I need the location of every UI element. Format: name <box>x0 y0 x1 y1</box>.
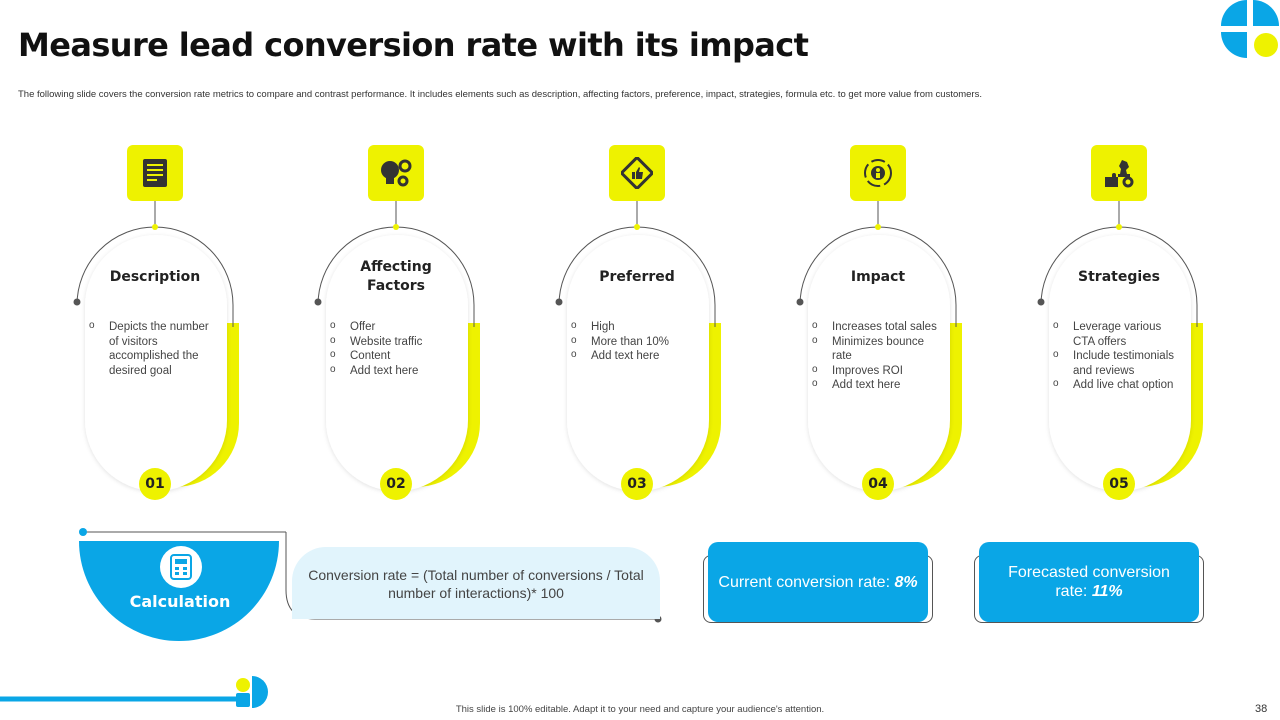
list-item: Leverage various CTA offers <box>1053 319 1183 349</box>
lightbulb-gears-icon <box>368 145 424 201</box>
card-title: Impact <box>850 269 906 285</box>
calculator-icon <box>160 546 202 588</box>
formula-text: Conversion rate = (Total number of conve… <box>308 567 644 601</box>
target-people-icon <box>850 145 906 201</box>
list-item: Minimizes bounce rate <box>812 334 942 364</box>
card-strategies: Strategies Leverage various CTA offers I… <box>1019 145 1219 505</box>
brand-logo-icon <box>1221 0 1279 58</box>
list-item: Offer <box>330 319 460 335</box>
list-item: Include testimonials and reviews <box>1053 348 1183 378</box>
current-rate-value: 8% <box>894 573 918 591</box>
list-item: Content <box>330 348 460 364</box>
list-item: Website traffic <box>330 334 460 350</box>
calculation-semicircle <box>79 541 279 641</box>
forecasted-rate-box: Forecasted conversion rate: 11% <box>979 542 1199 622</box>
card-title: Description <box>109 269 201 285</box>
card-number-badge: 03 <box>621 468 653 500</box>
card-number-badge: 04 <box>862 468 894 500</box>
card-list: Leverage various CTA offers Include test… <box>1053 319 1183 393</box>
thumbs-up-diamond-icon <box>609 145 665 201</box>
formula-box <box>292 547 660 619</box>
list-item: Add live chat option <box>1053 377 1183 393</box>
forecasted-rate-value: 11% <box>1091 583 1123 600</box>
document-icon <box>127 145 183 201</box>
current-rate-frame: Current conversion rate: 8% <box>703 542 933 623</box>
card-preferred: Preferred High More than 10% Add text he… <box>537 145 737 505</box>
list-item: Add text here <box>812 377 942 393</box>
list-item: Depicts the number of visitors accomplis… <box>89 319 219 378</box>
card-list: Offer Website traffic Content Add text h… <box>330 319 460 379</box>
list-item: More than 10% <box>571 334 701 350</box>
card-description: Description Depicts the number of visito… <box>55 145 255 505</box>
forecasted-rate-frame: Forecasted conversion rate: 11% <box>974 542 1204 623</box>
list-item: High <box>571 319 701 335</box>
card-number-badge: 01 <box>139 468 171 500</box>
card-list: Increases total sales Minimizes bounce r… <box>812 319 942 393</box>
list-item: Add text here <box>330 363 460 379</box>
page-number: 38 <box>1255 703 1268 715</box>
page-subtitle: The following slide covers the conversio… <box>18 89 982 100</box>
card-impact: Impact Increases total sales Minimizes b… <box>778 145 978 505</box>
card-list: Depicts the number of visitors accomplis… <box>89 319 219 378</box>
card-title: Affecting Factors <box>360 259 432 294</box>
card-number-badge: 05 <box>1103 468 1135 500</box>
list-item: Increases total sales <box>812 319 942 335</box>
chess-puzzle-icon <box>1091 145 1147 201</box>
card-title: Preferred <box>599 269 675 285</box>
footer-note: This slide is 100% editable. Adapt it to… <box>455 704 825 715</box>
forecasted-rate-label: Forecasted conversion rate: <box>1008 564 1170 600</box>
current-rate-box: Current conversion rate: 8% <box>708 542 928 622</box>
calculation-label: Calculation <box>129 592 231 611</box>
card-list: High More than 10% Add text here <box>571 319 701 364</box>
list-item: Add text here <box>571 348 701 364</box>
page-title: Measure lead conversion rate with its im… <box>18 26 809 64</box>
list-item: Improves ROI <box>812 363 942 379</box>
card-number-badge: 02 <box>380 468 412 500</box>
card-affecting-factors: Affecting Factors Offer Website traffic … <box>296 145 496 505</box>
current-rate-label: Current conversion rate: <box>718 573 895 591</box>
card-title: Strategies <box>1078 269 1160 285</box>
